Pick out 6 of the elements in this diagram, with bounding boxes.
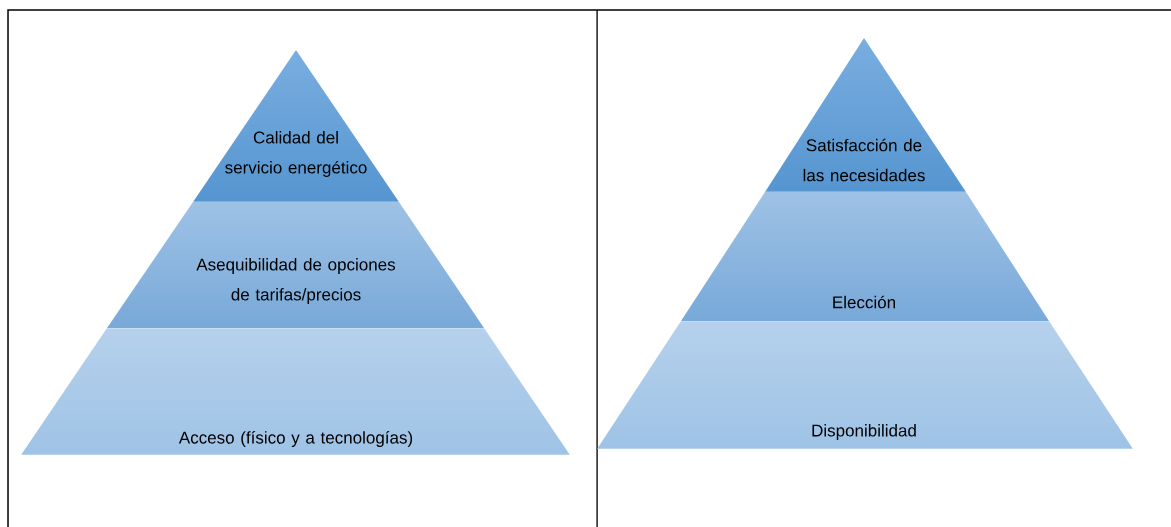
pyramid-layer: Asequibilidad de opciones de tarifas/precios: [196, 258, 396, 304]
pyramid-layer: Elección: [833, 295, 895, 309]
pyramid-layer: Acceso (físico y a tecnologías): [178, 430, 413, 447]
pyramid-layer: Satisfacción de las necesidades: [803, 138, 925, 182]
pyramid-layer: Disponibilidad: [812, 424, 916, 440]
pyramid-layer: Calidad del servicio energético: [225, 131, 367, 177]
